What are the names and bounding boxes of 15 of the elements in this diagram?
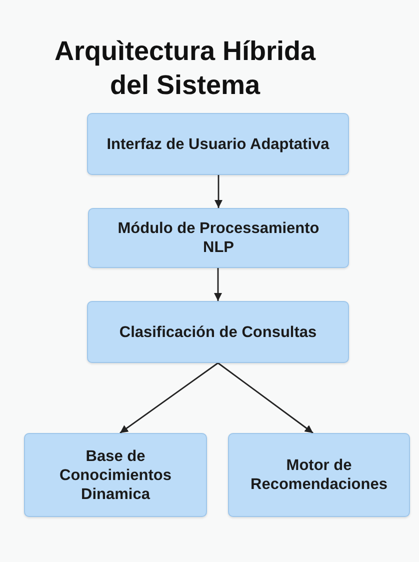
- box-label: Interfaz de Usuario Adaptativa: [106, 134, 330, 154]
- box-label: Base de Conocimientos Dinamica: [58, 446, 172, 504]
- process-box: [87, 301, 349, 363]
- process-box: [88, 208, 349, 268]
- process-box: [87, 113, 349, 175]
- box-label: Motor de Recomendaciones: [250, 456, 388, 494]
- box-label: Módulo de Processamiento NLP: [116, 219, 320, 257]
- process-box: [24, 433, 207, 517]
- arrow: [214, 175, 222, 208]
- diagram-title: Arquìtectura Híbrida del Sistema: [53, 35, 317, 102]
- arrow: [120, 362, 218, 434]
- process-box: [228, 433, 410, 517]
- box-label: Clasificación de Consultas: [119, 322, 317, 342]
- arrow: [214, 268, 222, 301]
- arrow: [218, 362, 314, 434]
